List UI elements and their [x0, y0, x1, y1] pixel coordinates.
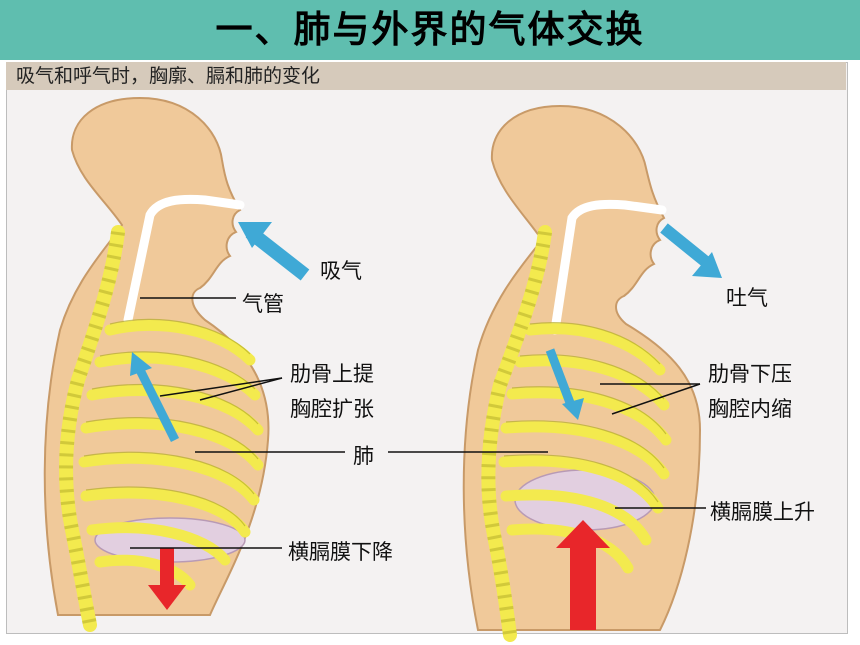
- inhale-trachea: [123, 194, 245, 325]
- label-diaphragm-down: 横膈膜下降: [288, 540, 393, 564]
- page-title: 一、肺与外界的气体交换: [215, 8, 645, 51]
- label-ribs-press: 肋骨下压: [708, 362, 792, 386]
- label-diaphragm-up: 横膈膜上升: [710, 500, 815, 524]
- label-exhale: 吐气: [726, 286, 768, 310]
- exhale-air-arrow: [660, 223, 710, 267]
- exhale-rib-arrow: [545, 348, 577, 410]
- label-ribs-lift: 肋骨上提: [290, 362, 374, 386]
- inhale-rib-arrow: [135, 367, 180, 443]
- exhale-diaphragm-arrow: [570, 545, 596, 630]
- inhale-figure: [43, 96, 345, 632]
- label-chest-expand: 胸腔扩张: [290, 397, 374, 421]
- exhale-trachea: [550, 199, 667, 335]
- inhale-air-arrow: [245, 226, 310, 281]
- diagram-caption: 吸气和呼气时，胸廓、膈和肺的变化: [16, 65, 321, 87]
- exhale-air-arrowhead: [692, 252, 722, 278]
- exhale-ribcage: [498, 323, 672, 574]
- caption-bar: 吸气和呼气时，胸廓、膈和肺的变化: [6, 62, 846, 90]
- label-trachea: 气管: [242, 292, 284, 316]
- label-inhale: 吸气: [320, 259, 362, 283]
- inhale-air-arrowhead: [238, 222, 272, 248]
- header-bar: 一、肺与外界的气体交换: [0, 0, 860, 60]
- exhale-figure: [388, 104, 722, 642]
- inhale-ribcage: [78, 319, 264, 591]
- inhale-diaphragm-arrow: [160, 548, 174, 588]
- label-lung: 肺: [353, 444, 374, 468]
- exhale-spine: [481, 225, 552, 642]
- label-chest-contract: 胸腔内缩: [708, 397, 792, 421]
